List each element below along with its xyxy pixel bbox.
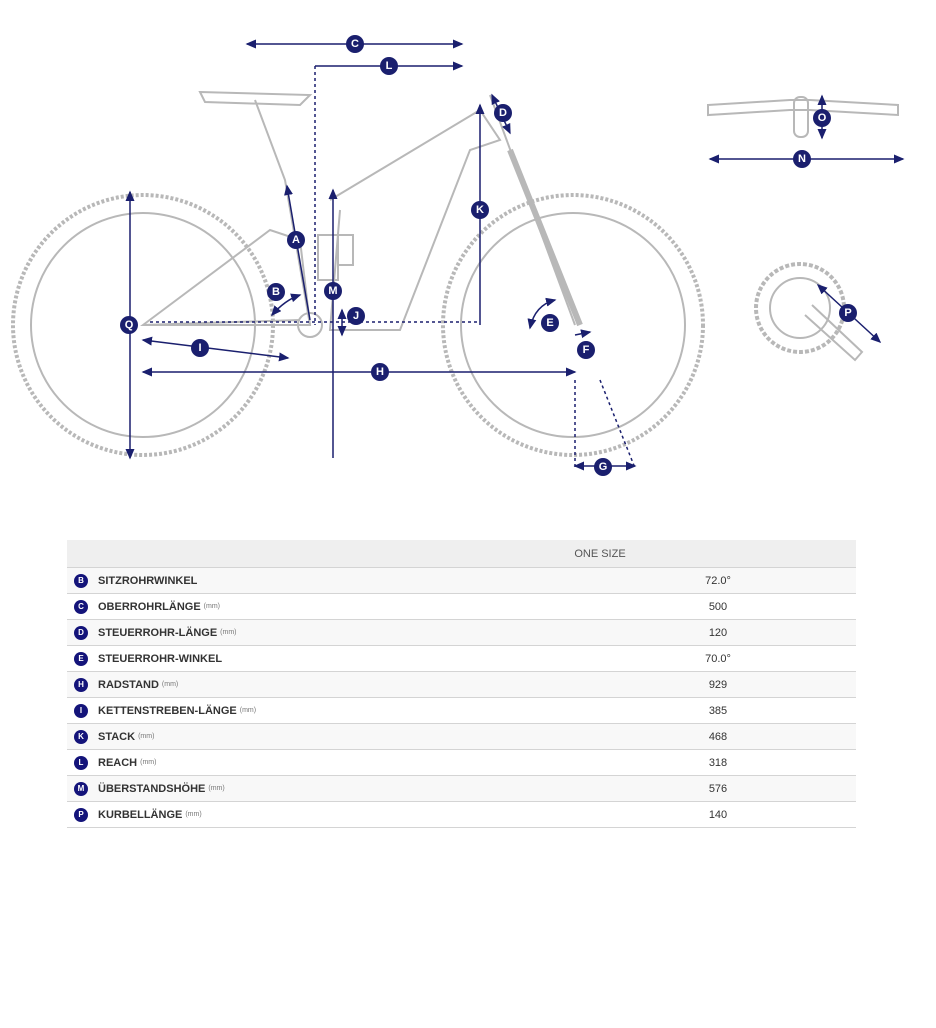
geometry-table: ONE SIZE B SITZROHRWINKEL 72.0° C OBERROHRLÄ… [67,540,856,828]
row-unit: (mm) [203,603,220,610]
row-label: OBERROHRLÄNGE [98,600,201,613]
table-row: B SITZROHRWINKEL 72.0° [67,567,856,594]
row-value: 318 [344,749,856,776]
row-value: 120 [344,619,856,646]
size-column-header: ONE SIZE [344,540,856,568]
dimension-badge-q: Q [120,316,138,334]
row-value: 140 [344,801,856,828]
svg-text:G: G [599,461,608,473]
table-row: D STEUERROHR-LÄNGE(mm) 120 [67,619,856,646]
svg-text:M: M [328,285,337,297]
table-row: L REACH(mm) 318 [67,749,856,776]
dimension-badge-l: L [380,57,398,75]
row-unit: (mm) [140,759,157,766]
row-badge: I [74,703,88,718]
svg-text:E: E [546,317,553,329]
dimension-badge-o: O [813,109,831,127]
row-label: REACH [98,756,138,769]
row-label: STEUERROHR-LÄNGE [98,626,218,639]
svg-text:D: D [499,107,507,119]
table-row: H RADSTAND(mm) 929 [67,671,856,698]
svg-text:O: O [818,112,827,124]
row-value: 385 [344,697,856,724]
dimension-badge-k: K [471,201,489,219]
dimension-badge-a: A [287,231,305,249]
table-row: E STEUERROHR-WINKEL 70.0° [67,645,856,672]
svg-text:B: B [272,286,280,298]
dimension-badge-d: D [494,104,512,122]
row-label: RADSTAND [98,678,159,691]
dimension-badge-e: E [541,314,559,332]
row-value: 72.0° [344,567,856,594]
row-badge: E [74,651,88,666]
row-label: SITZROHRWINKEL [98,574,198,587]
row-unit: (mm) [138,733,155,740]
row-unit: (mm) [208,785,225,792]
row-label: STEUERROHR-WINKEL [98,652,223,665]
svg-text:P: P [844,307,851,319]
row-value: 70.0° [344,645,856,672]
row-badge: B [74,573,88,588]
svg-text:F: F [583,344,590,356]
svg-text:L: L [386,60,393,72]
front-wheel [441,193,705,457]
table-row: M ÜBERSTANDSHÖHE(mm) 576 [67,775,856,802]
svg-text:C: C [351,38,359,50]
row-value: 576 [344,775,856,802]
svg-text:J: J [353,310,359,322]
svg-text:I: I [198,342,201,354]
row-unit: (mm) [220,629,237,636]
row-unit: (mm) [185,811,202,818]
table-row: P KURBELLÄNGE(mm) 140 [67,801,856,828]
table-row: C OBERROHRLÄNGE(mm) 500 [67,593,856,620]
row-badge: H [74,677,88,692]
row-value: 929 [344,671,856,698]
dimension-badge-i: I [191,339,209,357]
dimension-badge-n: N [793,150,811,168]
table-row: I KETTENSTREBEN-LÄNGE(mm) 385 [67,697,856,724]
dimension-badge-f: F [577,341,595,359]
row-unit: (mm) [161,681,179,688]
row-label: KURBELLÄNGE [98,808,183,821]
row-label: ÜBERSTANDSHÖHE [98,782,206,795]
bike-geometry-diagram: C L D K A B M J Q I H E F G O N P [11,35,905,476]
table-row: K STACK(mm) 468 [67,723,856,750]
dimension-badge-j: J [347,307,365,325]
row-unit: (mm) [239,707,257,714]
svg-text:K: K [476,204,484,216]
svg-text:A: A [292,234,300,246]
svg-text:Q: Q [125,319,134,331]
dimension-badge-p: P [839,304,857,322]
row-badge: D [74,625,88,640]
row-value: 500 [344,593,856,620]
dimension-badge-c: C [346,35,364,53]
row-badge: P [74,807,88,822]
dimension-badge-m: M [324,282,342,300]
dimension-badge-g: G [594,458,612,476]
dimension-badge-b: B [267,283,285,301]
svg-text:H: H [376,366,384,378]
row-label: KETTENSTREBEN-LÄNGE [98,704,237,717]
handlebar [707,96,899,138]
svg-text:N: N [798,153,806,165]
bike-frame [11,90,705,457]
row-label: STACK [98,730,136,743]
row-badge: L [74,755,88,770]
dimension-badge-h: H [371,363,389,381]
row-badge: C [74,599,88,614]
row-value: 468 [344,723,856,750]
row-badge: K [74,729,88,744]
row-badge: M [74,781,88,796]
